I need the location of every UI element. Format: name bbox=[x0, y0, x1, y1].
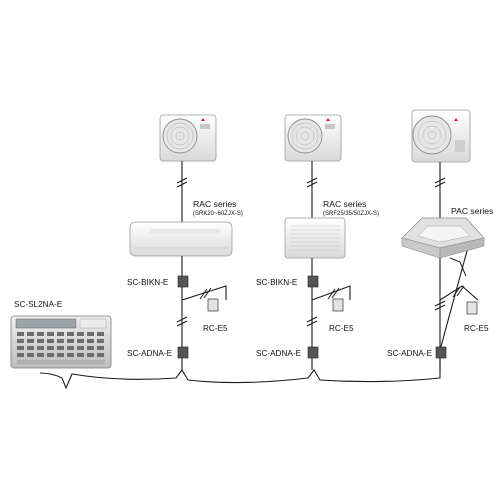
unit-3-adapter-bottom bbox=[435, 346, 447, 359]
unit-2-adapter-top bbox=[307, 275, 319, 288]
unit-2-series-label: RAC series bbox=[323, 199, 366, 209]
controller-display bbox=[15, 318, 77, 329]
outdoor-unit-2 bbox=[284, 114, 342, 162]
unit-2-remote-controller bbox=[332, 298, 344, 312]
unit-1-adapter-bottom bbox=[177, 346, 189, 359]
unit-2-adapter-bottom-label: SC-ADNA-E bbox=[256, 349, 302, 358]
unit-1-model-label: (SRK20~60ZJX-S) bbox=[193, 211, 243, 217]
outdoor-unit-1 bbox=[159, 114, 217, 162]
unit-1-series-label: RAC series bbox=[193, 199, 236, 209]
unit-2-adapter-top-label: SC-BIKN-E bbox=[256, 278, 298, 287]
unit-2-model-label: (SRF25/35/50ZJX-S) bbox=[323, 211, 379, 217]
unit-3-remote-controller bbox=[466, 301, 478, 315]
indoor-unit-floor-console bbox=[284, 217, 346, 259]
controller-label: SC-SL2NA-E bbox=[14, 300, 63, 309]
indoor-unit-ceiling-cassette bbox=[401, 217, 485, 259]
unit-3: PAC series RC-E5 SC-ADNA-E bbox=[387, 109, 493, 372]
brand-logo-icon bbox=[326, 118, 330, 121]
unit-2-adapter-bottom bbox=[307, 346, 319, 359]
unit-1-remote-label: RC-E5 bbox=[203, 324, 228, 333]
indoor-unit-wall-mounted bbox=[129, 221, 233, 257]
brand-logo-icon bbox=[454, 118, 458, 121]
brand-logo-icon bbox=[201, 118, 205, 121]
unit-1-remote-controller bbox=[207, 298, 219, 312]
unit-3-remote-label: RC-E5 bbox=[464, 324, 489, 333]
unit-2-remote-label: RC-E5 bbox=[329, 324, 354, 333]
unit-1: RAC series (SRK20~60ZJX-S) SC-BIKN-E RC-… bbox=[127, 114, 243, 370]
main-bus-line bbox=[39, 239, 471, 390]
unit-2: RAC series (SRF25/35/50ZJX-S) SC-BIKN-E … bbox=[256, 114, 379, 370]
unit-3-adapter-bottom-label: SC-ADNA-E bbox=[387, 349, 433, 358]
outdoor-unit-3 bbox=[411, 109, 471, 163]
unit-1-adapter-top bbox=[177, 275, 189, 288]
unit-3-series-label: PAC series bbox=[451, 206, 493, 216]
unit-1-adapter-bottom-label: SC-ADNA-E bbox=[127, 349, 173, 358]
unit-1-adapter-top-label: SC-BIKN-E bbox=[127, 278, 169, 287]
central-controller: SC-SL2NA-E bbox=[10, 300, 112, 369]
